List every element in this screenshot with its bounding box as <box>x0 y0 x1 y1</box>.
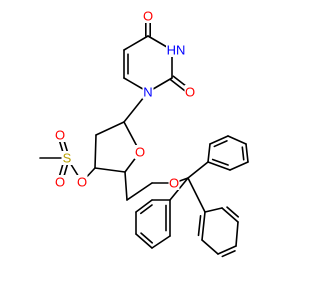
atom-label-bg-o_right <box>184 85 196 99</box>
bond-B2-B3-second <box>140 204 153 215</box>
atom-label-o_s_down: O <box>55 175 65 190</box>
bond-D4-D5-second <box>221 250 236 258</box>
bond-D2-D3-second <box>226 206 240 218</box>
atom-label-o_s_up: O <box>55 128 65 143</box>
bond-C5r-C5p <box>126 182 153 201</box>
atom-label-bg-o_ether <box>168 176 180 190</box>
atom-label-o_ring: O <box>135 145 145 160</box>
bond-D4-D5 <box>217 245 237 255</box>
bond-C4r-C3r <box>94 167 126 173</box>
atom-label-bg-nh <box>166 43 186 57</box>
bond-C4r-C5r <box>124 171 128 201</box>
bond-A3-A4 <box>227 135 247 145</box>
bond-D1-D2 <box>204 207 223 213</box>
bond-D3-D4 <box>235 221 239 247</box>
atom-label-nh: HN <box>167 43 186 58</box>
bond-A1-A2 <box>207 143 211 163</box>
atom-label-o_top: O <box>143 9 153 24</box>
bond-A6-A1 <box>207 161 231 171</box>
bond-B5-B6 <box>151 235 171 249</box>
atom-label-o_mesyl: O <box>77 175 87 190</box>
bond-D5-D6 <box>201 239 219 255</box>
bond-C2r-C1 <box>95 121 125 136</box>
atom-label-o_right: O <box>185 85 195 100</box>
bond-D2-D3 <box>221 207 239 223</box>
atom-label-bg-o_ring <box>134 145 146 159</box>
bond-A5-A6 <box>229 161 249 171</box>
bond-B4-B5 <box>135 233 153 249</box>
bond-C5-C4 <box>123 35 149 51</box>
atom-label-bg-o_top <box>142 9 154 23</box>
atom-label-o_ether: O <box>169 176 179 191</box>
atom-label-bg-s <box>61 151 73 165</box>
bond-D6-D1 <box>201 211 206 241</box>
bond-Ct-A1 <box>187 161 209 179</box>
bond-C3r-C2r <box>94 134 97 169</box>
bond-A4-A5 <box>245 143 249 163</box>
bond-B2-B3 <box>135 199 153 213</box>
bond-A6-A1-second <box>211 158 229 166</box>
atom-label-s: S <box>63 151 72 166</box>
bond-A4-A5-second <box>241 146 245 161</box>
atom-label-n1: N <box>143 85 152 100</box>
bond-A2-A3 <box>209 135 229 145</box>
atom-label-bg-o_s_down <box>54 175 66 189</box>
atom-label-bg-n1 <box>142 85 154 99</box>
bond-D6-D1-second <box>197 214 202 237</box>
bonds-layer <box>39 15 249 258</box>
atom-label-bg-o_mesyl <box>76 175 88 189</box>
bond-A2-A3-second <box>213 140 228 148</box>
bond-B4-B5-second <box>140 232 154 244</box>
bond-Ct-D1 <box>187 177 206 213</box>
atom-label-bg-o_s_up <box>54 128 66 142</box>
